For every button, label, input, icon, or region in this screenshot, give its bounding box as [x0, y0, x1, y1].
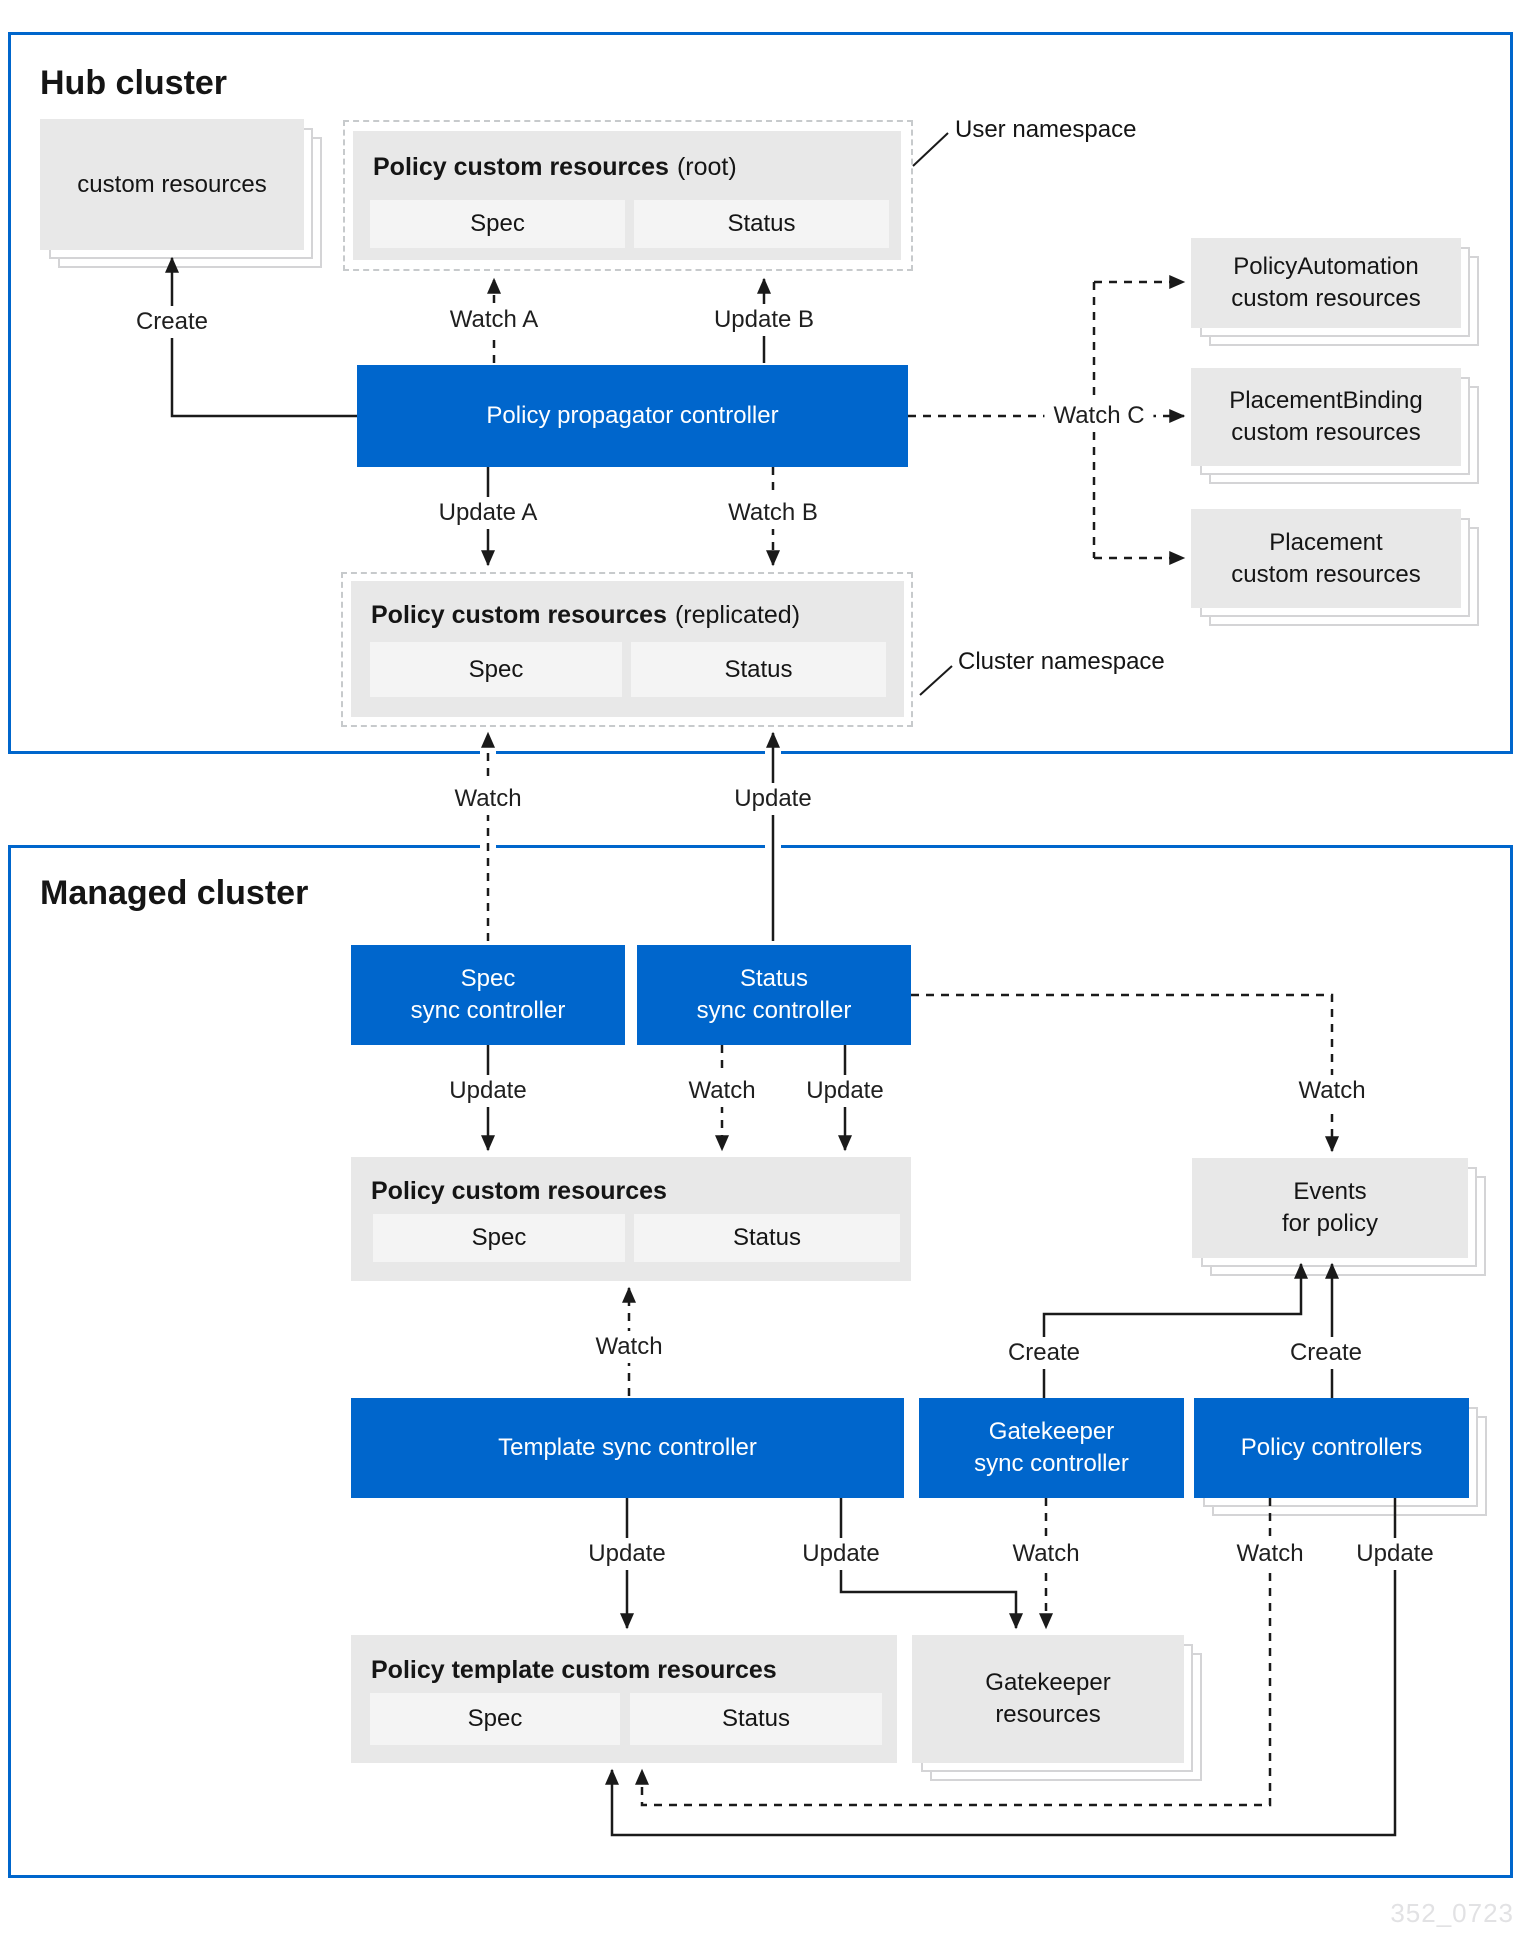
events-for-policy-box: Events for policy: [1192, 1158, 1468, 1258]
label-watch-c: Watch C: [1044, 400, 1154, 432]
placementbinding-box: PlacementBinding custom resources: [1191, 368, 1461, 466]
managed-policy-resources-title: Policy custom resources: [371, 1177, 667, 1205]
label-bridge-watch: Watch: [445, 783, 531, 815]
label-gatekeeper-create: Create: [998, 1337, 1090, 1369]
label-policycontrollers-update: Update: [1347, 1538, 1443, 1570]
hub-cluster-frame: [8, 32, 1513, 754]
arrow-policycontrollers-watch: [634, 1498, 1272, 1807]
cluster-namespace-label: Cluster namespace: [958, 648, 1165, 675]
label-template-update-right: Update: [793, 1538, 889, 1570]
label-watch-a: Watch A: [440, 304, 548, 336]
cluster-namespace-container: [341, 572, 913, 727]
user-namespace-container: [343, 120, 913, 271]
figure-id-watermark: 352_0723: [1390, 1898, 1514, 1928]
custom-resources-label: custom resources: [77, 170, 267, 198]
policy-template-status-cell: Status: [630, 1693, 882, 1745]
root-policy-title: Policy custom resources(root): [373, 153, 737, 181]
status-sync-controller: Status sync controller: [637, 945, 911, 1045]
managed-status-cell: Status: [634, 1214, 900, 1262]
label-watch-b: Watch B: [719, 497, 827, 529]
gatekeeper-sync-controller: Gatekeeper sync controller: [919, 1398, 1184, 1498]
root-spec-cell: Spec: [370, 200, 625, 248]
root-policy-box: Policy custom resources(root) Spec Statu…: [353, 131, 901, 260]
label-specsync-update: Update: [440, 1075, 536, 1107]
replicated-policy-box: Policy custom resources(replicated) Spec…: [351, 581, 904, 717]
policy-template-spec-cell: Spec: [370, 1693, 620, 1745]
template-sync-controller: Template sync controller: [351, 1398, 904, 1498]
root-status-cell: Status: [634, 200, 889, 248]
label-update-b: Update B: [704, 304, 824, 336]
replicated-spec-cell: Spec: [370, 642, 622, 697]
label-template-update-left: Update: [579, 1538, 675, 1570]
label-statussync-update: Update: [797, 1075, 893, 1107]
arrow-policycontrollers-update: [604, 1498, 1397, 1837]
policyautomation-box: PolicyAutomation custom resources: [1191, 238, 1461, 328]
user-namespace-label: User namespace: [955, 116, 1137, 143]
label-events-watch: Watch: [1289, 1075, 1375, 1107]
managed-cluster-frame: [8, 845, 1513, 1878]
custom-resources-box: custom resources: [40, 119, 304, 250]
label-policycontrollers-create: Create: [1280, 1337, 1372, 1369]
label-policycontrollers-watch: Watch: [1227, 1538, 1313, 1570]
replicated-status-cell: Status: [631, 642, 886, 697]
managed-cluster-title: Managed cluster: [40, 874, 309, 912]
gatekeeper-resources-box: Gatekeeper resources: [912, 1635, 1184, 1763]
managed-spec-cell: Spec: [373, 1214, 625, 1262]
pointer-cluster-namespace: [919, 665, 953, 696]
arrow-events-watch: [911, 993, 1340, 1153]
pointer-user-namespace: [912, 132, 949, 167]
label-create: Create: [126, 306, 218, 338]
policy-template-resources-title: Policy template custom resources: [371, 1656, 777, 1684]
policy-controllers-box: Policy controllers: [1194, 1398, 1469, 1498]
policy-template-resources-box: Policy template custom resources Spec St…: [351, 1635, 897, 1763]
placement-box: Placement custom resources: [1191, 509, 1461, 608]
hub-cluster-title: Hub cluster: [40, 64, 228, 102]
replicated-policy-title: Policy custom resources(replicated): [371, 601, 801, 629]
label-statussync-watch: Watch: [679, 1075, 765, 1107]
label-gatekeeper-watch: Watch: [1003, 1538, 1089, 1570]
label-bridge-update: Update: [725, 783, 821, 815]
arrow-gatekeeper-create: [1042, 1262, 1308, 1398]
label-update-a: Update A: [429, 497, 547, 529]
policy-propagator-controller: Policy propagator controller: [357, 365, 908, 467]
managed-policy-resources-box: Policy custom resources Spec Status: [351, 1157, 911, 1281]
label-templates-watch: Watch: [586, 1331, 672, 1363]
spec-sync-controller: Spec sync controller: [351, 945, 625, 1045]
